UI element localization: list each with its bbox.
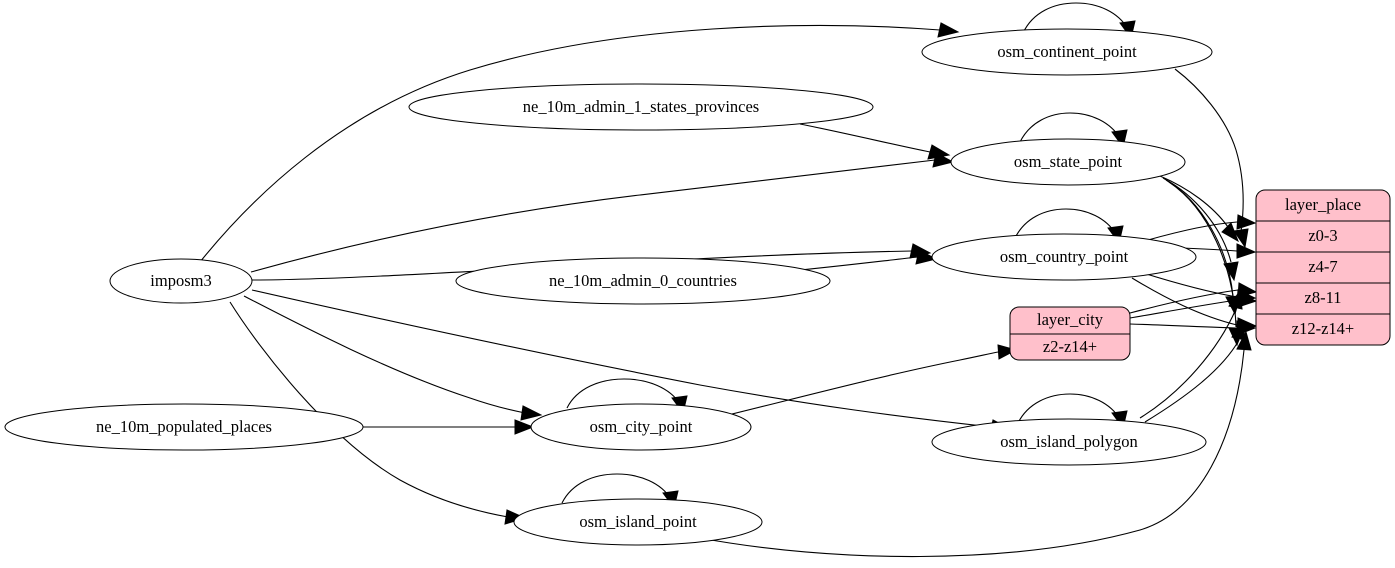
node-imposm3-label: imposm3	[150, 271, 211, 290]
edge-osm-island-polygon-to-layer-place-z8-11	[1139, 289, 1243, 419]
node-ne-10m-populated-places[interactable]: ne_10m_populated_places	[4, 403, 364, 451]
record-layer-city[interactable]: layer_city z2-z14+	[1009, 306, 1131, 361]
node-osm-city-point[interactable]: osm_city_point	[530, 403, 752, 451]
edge-imposm3-to-osm-state-point	[250, 152, 955, 273]
node-osm-continent-point-label: osm_continent_point	[997, 42, 1137, 61]
record-layer-place-title: layer_place	[1285, 195, 1361, 214]
record-layer-place-row-z0-3[interactable]: z0-3	[1308, 226, 1337, 245]
node-osm-island-polygon-label: osm_island_polygon	[1000, 432, 1138, 451]
record-layer-place-row-z8-11[interactable]: z8-11	[1305, 288, 1342, 307]
edge-ne-populated-to-osm-city-point	[363, 419, 535, 435]
record-layer-city-title: layer_city	[1037, 310, 1104, 329]
node-layer: imposm3 ne_10m_admin_1_states_provinces …	[4, 28, 1213, 546]
edge-layer-city-to-layer-place-secondary	[1129, 282, 1258, 314]
record-layer-place-row-z12-z14[interactable]: z12-z14+	[1292, 319, 1354, 338]
record-layer: layer_city z2-z14+ layer_place z0-3 z4-7…	[1009, 189, 1391, 361]
edge-osm-island-point-to-layer-place-z12-z14	[699, 330, 1252, 558]
edge-layer	[199, 2, 1258, 558]
edge-osm-continent-point-to-layer-place-z0-3	[1174, 68, 1249, 249]
edge-imposm3-to-osm-continent-point	[199, 22, 960, 263]
edge-osm-state-point-to-layer-place-z0-3	[1159, 175, 1239, 243]
node-ne-states-label: ne_10m_admin_1_states_provinces	[523, 97, 759, 116]
node-osm-country-point-label: osm_country_point	[1000, 247, 1129, 266]
node-ne-10m-admin-1-states-provinces[interactable]: ne_10m_admin_1_states_provinces	[408, 83, 874, 131]
node-ne-populated-label: ne_10m_populated_places	[96, 417, 272, 436]
node-osm-island-point[interactable]: osm_island_point	[513, 498, 763, 546]
node-imposm3[interactable]: imposm3	[109, 258, 253, 304]
edge-osm-country-point-to-layer-place-z0-3	[1147, 214, 1257, 241]
record-layer-place-row-z4-7[interactable]: z4-7	[1308, 257, 1337, 276]
node-osm-island-polygon[interactable]: osm_island_polygon	[931, 418, 1207, 466]
edge-ne-countries-to-osm-country-point	[799, 249, 938, 271]
edge-ne-states-to-osm-state-point	[799, 123, 951, 160]
node-ne-countries-label: ne_10m_admin_0_countries	[549, 271, 737, 290]
edge-imposm3-to-osm-city-point	[243, 295, 543, 421]
record-layer-city-row-z2-z14[interactable]: z2-z14+	[1043, 337, 1097, 356]
edge-osm-island-polygon-to-layer-place-z12-z14	[1144, 320, 1246, 423]
node-ne-10m-admin-0-countries[interactable]: ne_10m_admin_0_countries	[455, 257, 831, 305]
node-osm-city-point-label: osm_city_point	[590, 417, 693, 436]
node-osm-country-point[interactable]: osm_country_point	[931, 233, 1197, 281]
node-osm-state-point[interactable]: osm_state_point	[950, 138, 1186, 186]
edge-osm-city-point-to-layer-city	[715, 344, 1018, 419]
node-osm-continent-point[interactable]: osm_continent_point	[921, 28, 1213, 76]
record-layer-place[interactable]: layer_place z0-3 z4-7 z8-11 z12-z14+	[1255, 189, 1391, 346]
node-osm-state-point-label: osm_state_point	[1014, 152, 1123, 171]
node-osm-island-point-label: osm_island_point	[579, 512, 697, 531]
